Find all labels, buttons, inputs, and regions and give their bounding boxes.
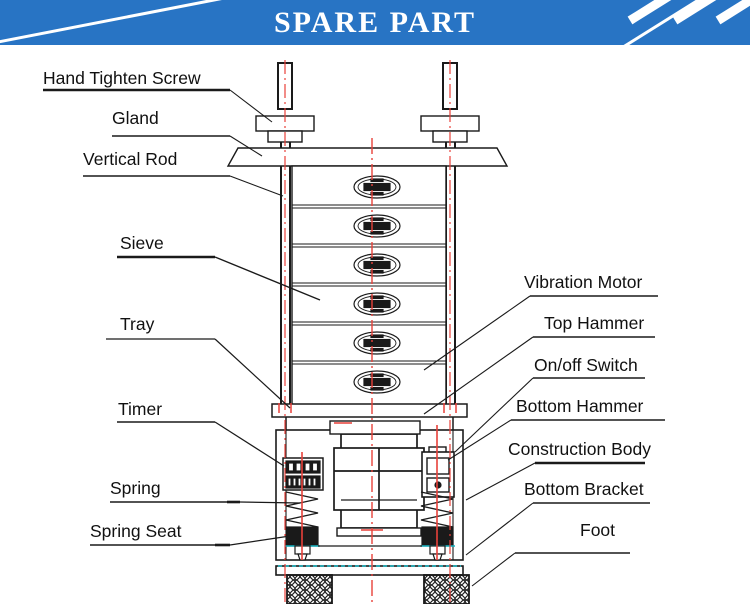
leader-lines-right <box>423 295 665 587</box>
foot-right <box>423 574 470 604</box>
label-foot: Foot <box>580 520 616 540</box>
label-top-hammer: Top Hammer <box>544 313 645 333</box>
label-hand-tighten-screw: Hand Tighten Screw <box>43 68 201 88</box>
on-off-switch <box>421 451 455 498</box>
leader-lines-left <box>43 88 321 547</box>
timer-panel <box>282 457 324 491</box>
label-vertical-rod: Vertical Rod <box>83 149 178 169</box>
label-timer: Timer <box>118 399 163 419</box>
sieve-base-flange <box>271 403 468 430</box>
page-banner: SPARE PART <box>0 0 750 45</box>
label-gland: Gland <box>112 108 159 128</box>
label-sieve: Sieve <box>120 233 164 253</box>
bottom-bracket <box>275 545 464 576</box>
label-spring-seat: Spring Seat <box>90 521 182 541</box>
label-vibration-motor: Vibration Motor <box>524 272 643 292</box>
gland-top-plate <box>226 147 509 167</box>
sieve-stack <box>291 165 447 406</box>
page-title: SPARE PART <box>273 6 476 39</box>
centerlines <box>278 60 457 604</box>
label-on-off-switch: On/off Switch <box>534 355 638 375</box>
label-bottom-bracket: Bottom Bracket <box>524 479 644 499</box>
vibration-motor <box>333 433 425 537</box>
label-bottom-hammer: Bottom Hammer <box>516 396 644 416</box>
label-tray: Tray <box>120 314 155 334</box>
label-spring: Spring <box>110 478 161 498</box>
banner-underline <box>0 45 750 47</box>
label-construction-body: Construction Body <box>508 439 651 459</box>
top-hammer <box>329 420 421 435</box>
foot-left <box>286 574 333 604</box>
